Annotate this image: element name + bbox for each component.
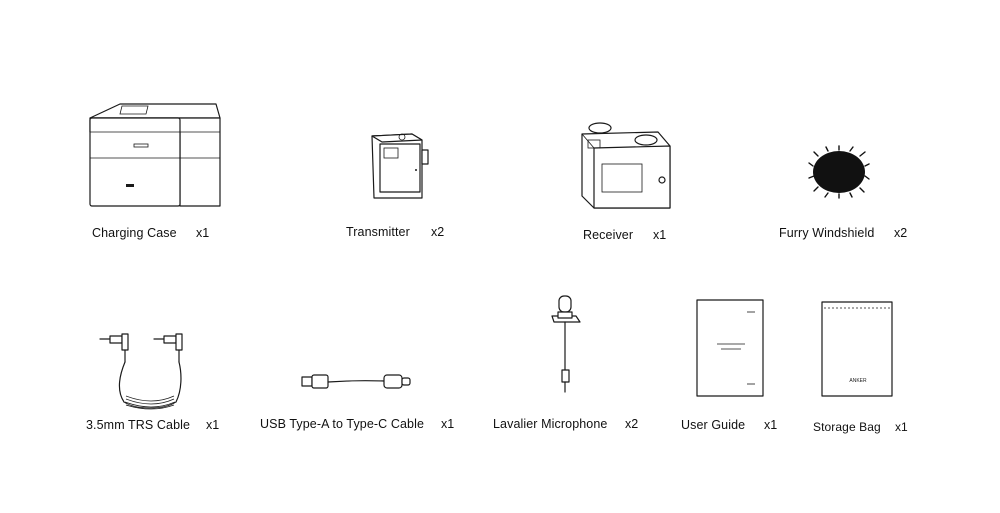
furry-windshield-icon xyxy=(808,145,870,199)
item-label: Charging Case xyxy=(92,226,177,240)
item-quantity: x1 xyxy=(653,228,667,242)
receiver-icon xyxy=(581,122,671,209)
item-quantity: x2 xyxy=(894,226,908,240)
item-label: Lavalier Microphone xyxy=(493,417,608,431)
item-quantity: x1 xyxy=(206,418,220,432)
bag-logo-text: ANKER xyxy=(849,378,867,384)
trs-cable-icon xyxy=(99,333,183,410)
user-guide-icon xyxy=(696,299,764,397)
transmitter-icon xyxy=(371,133,429,199)
item-label: User Guide xyxy=(681,418,746,432)
charging-case-icon xyxy=(89,103,221,207)
item-label: 3.5mm TRS Cable xyxy=(86,418,191,432)
item-label: USB Type-A to Type-C Cable xyxy=(260,417,425,431)
item-quantity: x1 xyxy=(895,420,908,434)
item-label: Receiver xyxy=(583,228,634,242)
item-label: Storage Bag xyxy=(813,420,881,434)
item-quantity: x1 xyxy=(196,226,210,240)
item-quantity: x2 xyxy=(431,225,445,239)
item-label: Transmitter xyxy=(346,225,410,239)
item-quantity: x2 xyxy=(625,417,639,431)
item-label: Furry Windshield xyxy=(779,226,875,240)
item-quantity: x1 xyxy=(764,418,778,432)
storage-bag-icon: ANKER xyxy=(821,301,893,397)
item-quantity: x1 xyxy=(441,417,455,431)
usb-cable-icon xyxy=(301,374,411,389)
lavalier-microphone-icon xyxy=(551,295,581,393)
